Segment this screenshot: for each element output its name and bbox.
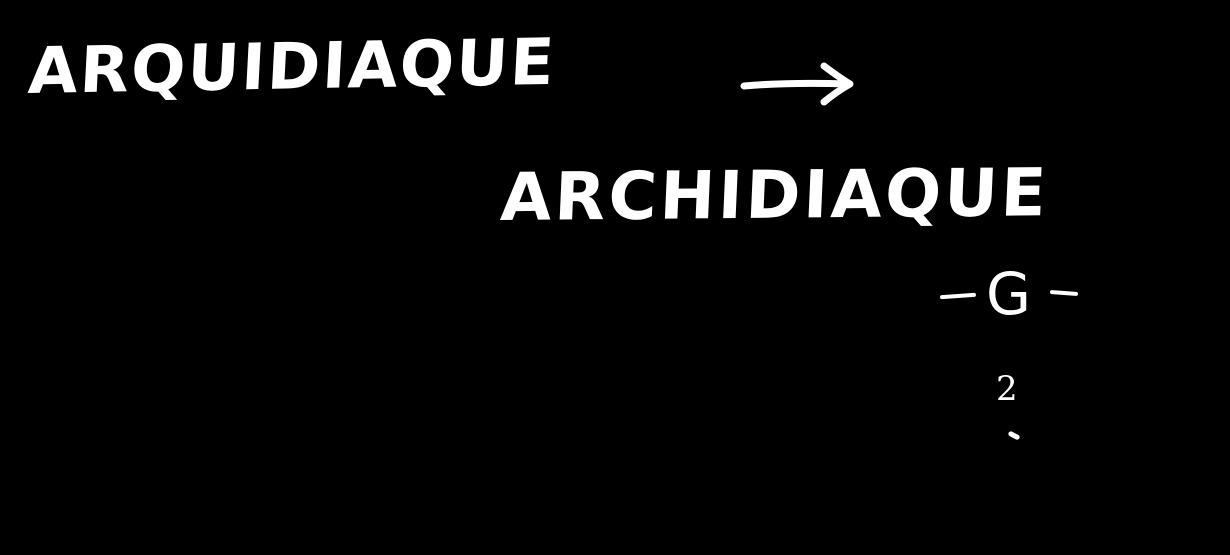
right-dash-mark <box>1049 290 1079 296</box>
tick-mark <box>1007 430 1021 441</box>
letter-mark: G <box>986 260 1031 328</box>
number-mark: 2 <box>996 369 1018 409</box>
source-word: ARQUIDIAQUE <box>26 25 558 110</box>
target-word: ARCHIDIAQUE <box>498 154 1051 237</box>
right-arrow-icon <box>740 62 854 106</box>
left-dash-mark <box>939 292 977 300</box>
